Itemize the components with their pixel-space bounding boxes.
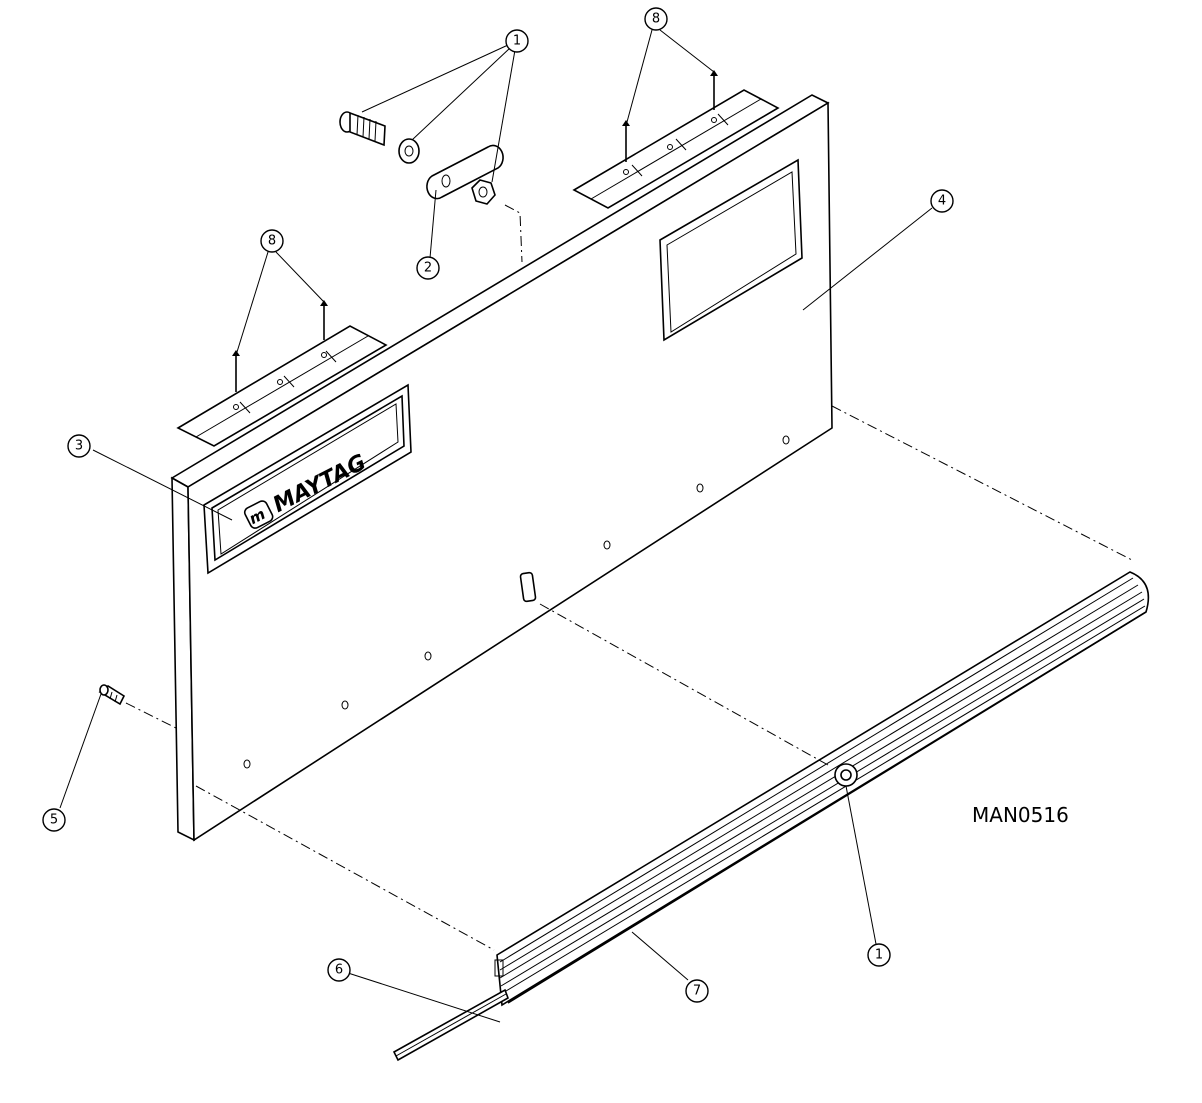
washer — [398, 138, 420, 164]
assembly-lines — [125, 405, 1133, 951]
hinge-right — [572, 89, 780, 209]
callout-5: 5 — [42, 808, 66, 832]
callout-1-bottom: 1 — [867, 943, 891, 967]
svg-text:3: 3 — [75, 439, 83, 454]
strike-plate — [426, 144, 504, 200]
callout-4: 4 — [930, 189, 954, 213]
callout-8-right: 8 — [644, 7, 668, 31]
svg-text:2: 2 — [424, 261, 432, 276]
svg-text:8: 8 — [652, 12, 660, 27]
svg-text:5: 5 — [50, 813, 58, 828]
svg-text:m: m — [246, 505, 268, 528]
callout-2: 2 — [416, 256, 440, 280]
latch-nut — [471, 179, 496, 205]
latch-slot — [519, 571, 537, 603]
svg-text:7: 7 — [693, 984, 701, 999]
svg-text:8: 8 — [268, 234, 276, 249]
maytag-logo-icon — [243, 500, 274, 529]
door-holes — [243, 435, 790, 769]
trim-strip — [392, 988, 509, 1062]
callout-1-top: 1 — [505, 29, 529, 53]
callout-3: 3 — [67, 434, 91, 458]
door-handle — [494, 571, 1150, 1007]
hinge-screws — [232, 70, 718, 392]
svg-text:1: 1 — [513, 34, 521, 49]
door-window — [659, 158, 803, 342]
hinge-left — [176, 325, 388, 447]
leader-lines — [59, 29, 933, 1023]
callout-7: 7 — [685, 979, 709, 1003]
door-panel — [170, 94, 833, 842]
panel-screw — [98, 684, 126, 706]
svg-text:1: 1 — [875, 948, 883, 963]
callout-6: 6 — [327, 958, 351, 982]
latch-hardware — [339, 111, 523, 263]
svg-text:6: 6 — [335, 963, 343, 978]
drawing-reference-code: MAN0516 — [972, 803, 1069, 827]
svg-text:4: 4 — [938, 194, 946, 209]
callout-8-left: 8 — [260, 229, 284, 253]
